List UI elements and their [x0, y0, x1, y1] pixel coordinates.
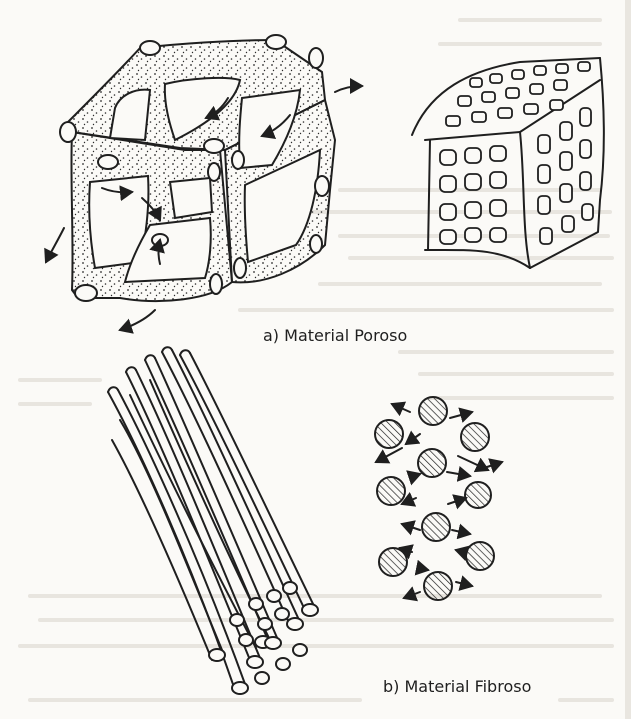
caption-fibrous-material: b) Material Fibroso	[383, 677, 531, 696]
fiber-cross-section-drawing	[375, 397, 502, 600]
porous-block-drawing	[412, 58, 604, 268]
pore	[170, 178, 212, 218]
fiber-bundle-drawing	[108, 347, 318, 694]
page-edge-shadow	[625, 0, 631, 719]
porous-skeleton-drawing	[46, 35, 362, 330]
caption-porous-material: a) Material Poroso	[263, 326, 407, 345]
